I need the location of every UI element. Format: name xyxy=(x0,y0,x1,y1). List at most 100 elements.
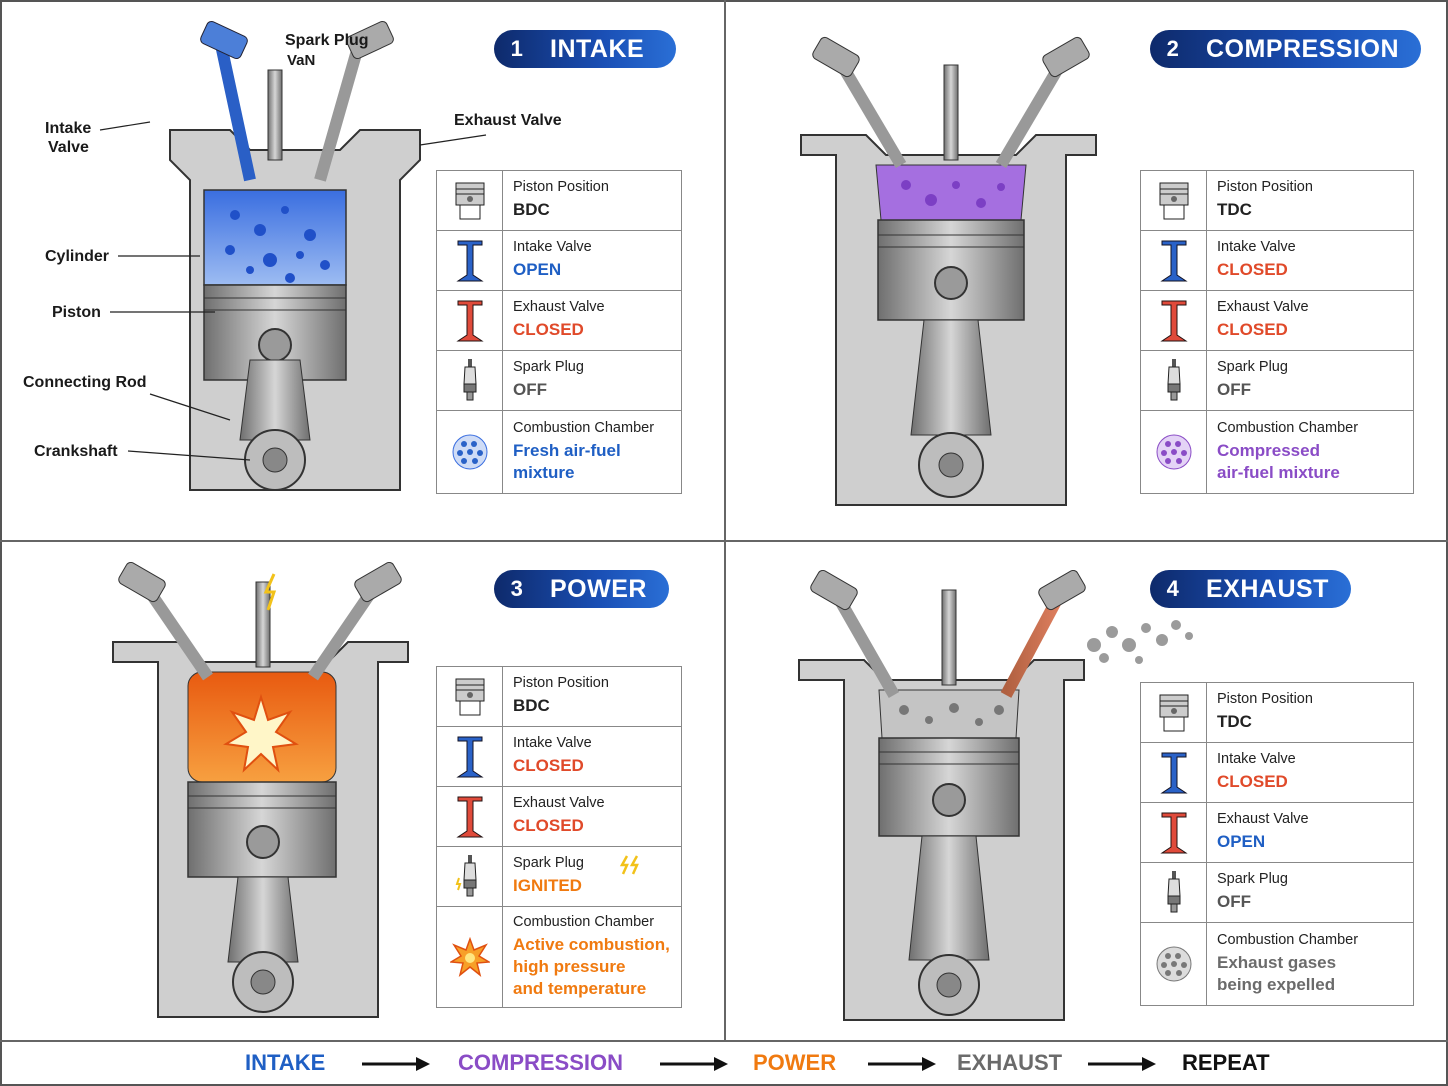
stroke-number: 2 xyxy=(1166,36,1180,61)
status-value: CLOSED xyxy=(513,756,584,776)
callout-cylinder: Cylinder xyxy=(45,248,110,265)
status-value-line: high pressure xyxy=(513,956,626,976)
vertical-divider xyxy=(724,0,726,1040)
arrow-right-icon xyxy=(868,1057,936,1071)
status-value-line: Active combustion, xyxy=(513,934,670,954)
exhaust-valve-icon xyxy=(1141,803,1207,862)
callout-intake-valve-line2: Valve xyxy=(48,139,89,156)
status-label: Intake Valve xyxy=(1217,239,1296,256)
bottom-divider xyxy=(0,1040,1448,1042)
status-value: OPEN xyxy=(1217,832,1266,852)
stroke-title-pill: 4 EXHAUST xyxy=(1150,570,1351,608)
status-label: Intake Valve xyxy=(513,735,592,752)
intake-valve-icon xyxy=(1141,743,1207,802)
stroke-title-pill: 1 INTAKE xyxy=(494,30,677,68)
status-label: Spark Plug xyxy=(1217,359,1288,376)
status-value-line: Fresh air-fuel xyxy=(513,440,621,460)
stroke-number: 1 xyxy=(510,36,524,61)
status-label: Piston Position xyxy=(513,179,609,196)
status-label: Piston Position xyxy=(513,675,609,692)
intake-valve-icon xyxy=(437,231,503,290)
callout-crankshaft: Crankshaft xyxy=(34,443,118,460)
exhaust-valve-icon xyxy=(1141,291,1207,350)
intake-valve-icon xyxy=(437,727,503,786)
status-label: Piston Position xyxy=(1217,179,1313,196)
status-label: Combustion Chamber xyxy=(1217,931,1359,948)
status-label: Spark Plug xyxy=(513,855,584,872)
piston-icon xyxy=(1141,171,1207,230)
flow-step-intake: INTAKE xyxy=(245,1050,326,1075)
status-value: Compressed air-fuel mixture xyxy=(1217,440,1403,484)
stroke-number: 3 xyxy=(510,576,524,601)
arrow-right-icon xyxy=(660,1057,728,1071)
status-value: CLOSED xyxy=(1217,260,1288,280)
spark-plug-icon xyxy=(437,351,503,410)
status-label: Combustion Chamber xyxy=(513,419,655,436)
status-label: Exhaust Valve xyxy=(513,299,605,316)
spark-plug-icon xyxy=(437,847,503,906)
status-label: Exhaust Valve xyxy=(1217,299,1309,316)
status-value-line: being expelled xyxy=(1217,975,1336,994)
piston-icon xyxy=(437,667,503,726)
arrow-right-icon xyxy=(362,1057,430,1071)
stroke-title: EXHAUST xyxy=(1206,574,1329,603)
status-label: Piston Position xyxy=(1217,691,1313,708)
exhaust-valve-icon xyxy=(437,787,503,846)
piston-icon xyxy=(1141,683,1207,742)
status-value-line: Exhaust gases xyxy=(1217,952,1337,972)
status-row-combustion-chamber: Combustion Chamber Active combustion,hig… xyxy=(437,907,681,1007)
callout-leader-lines xyxy=(99,121,487,461)
status-label: Spark Plug xyxy=(1217,871,1288,888)
status-label: Exhaust Valve xyxy=(513,795,605,812)
status-value: Exhaust gases being expelled xyxy=(1217,952,1403,996)
engine-intake-illustration xyxy=(169,20,421,491)
status-label: Combustion Chamber xyxy=(513,913,655,930)
engine-exhaust-illustration xyxy=(798,570,1193,1021)
status-value: OFF xyxy=(513,380,547,400)
status-row-combustion-chamber: Combustion Chamber Exhaust gases being ex… xyxy=(1141,923,1413,1005)
status-value: OFF xyxy=(1217,892,1251,912)
status-value: CLOSED xyxy=(1217,320,1288,340)
status-value-line: Compressed xyxy=(1217,440,1320,460)
callout-piston: Piston xyxy=(52,304,101,321)
status-value-line: air-fuel mixture xyxy=(1217,463,1340,482)
callout-spark-plug-sub: VaN xyxy=(287,52,316,69)
intake-valve-icon xyxy=(1141,231,1207,290)
status-value: OPEN xyxy=(513,260,562,280)
status-value: BDC xyxy=(513,696,550,716)
spark-plug-icon xyxy=(1141,863,1207,922)
status-label: Intake Valve xyxy=(513,239,592,256)
flow-step-power: POWER xyxy=(753,1050,837,1075)
fresh-mixture-icon xyxy=(437,411,503,493)
status-value: CLOSED xyxy=(513,320,584,340)
flow-step-repeat: REPEAT xyxy=(1182,1050,1270,1075)
callout-exhaust-valve: Exhaust Valve xyxy=(454,112,562,129)
callout-spark-plug: Spark Plug xyxy=(285,32,369,49)
status-value: TDC xyxy=(1217,712,1252,732)
lightning-icon xyxy=(619,855,639,875)
stroke-number: 4 xyxy=(1166,576,1180,601)
stroke-title: POWER xyxy=(550,574,647,603)
status-value: CLOSED xyxy=(1217,772,1288,792)
arrow-right-icon xyxy=(1088,1057,1156,1071)
